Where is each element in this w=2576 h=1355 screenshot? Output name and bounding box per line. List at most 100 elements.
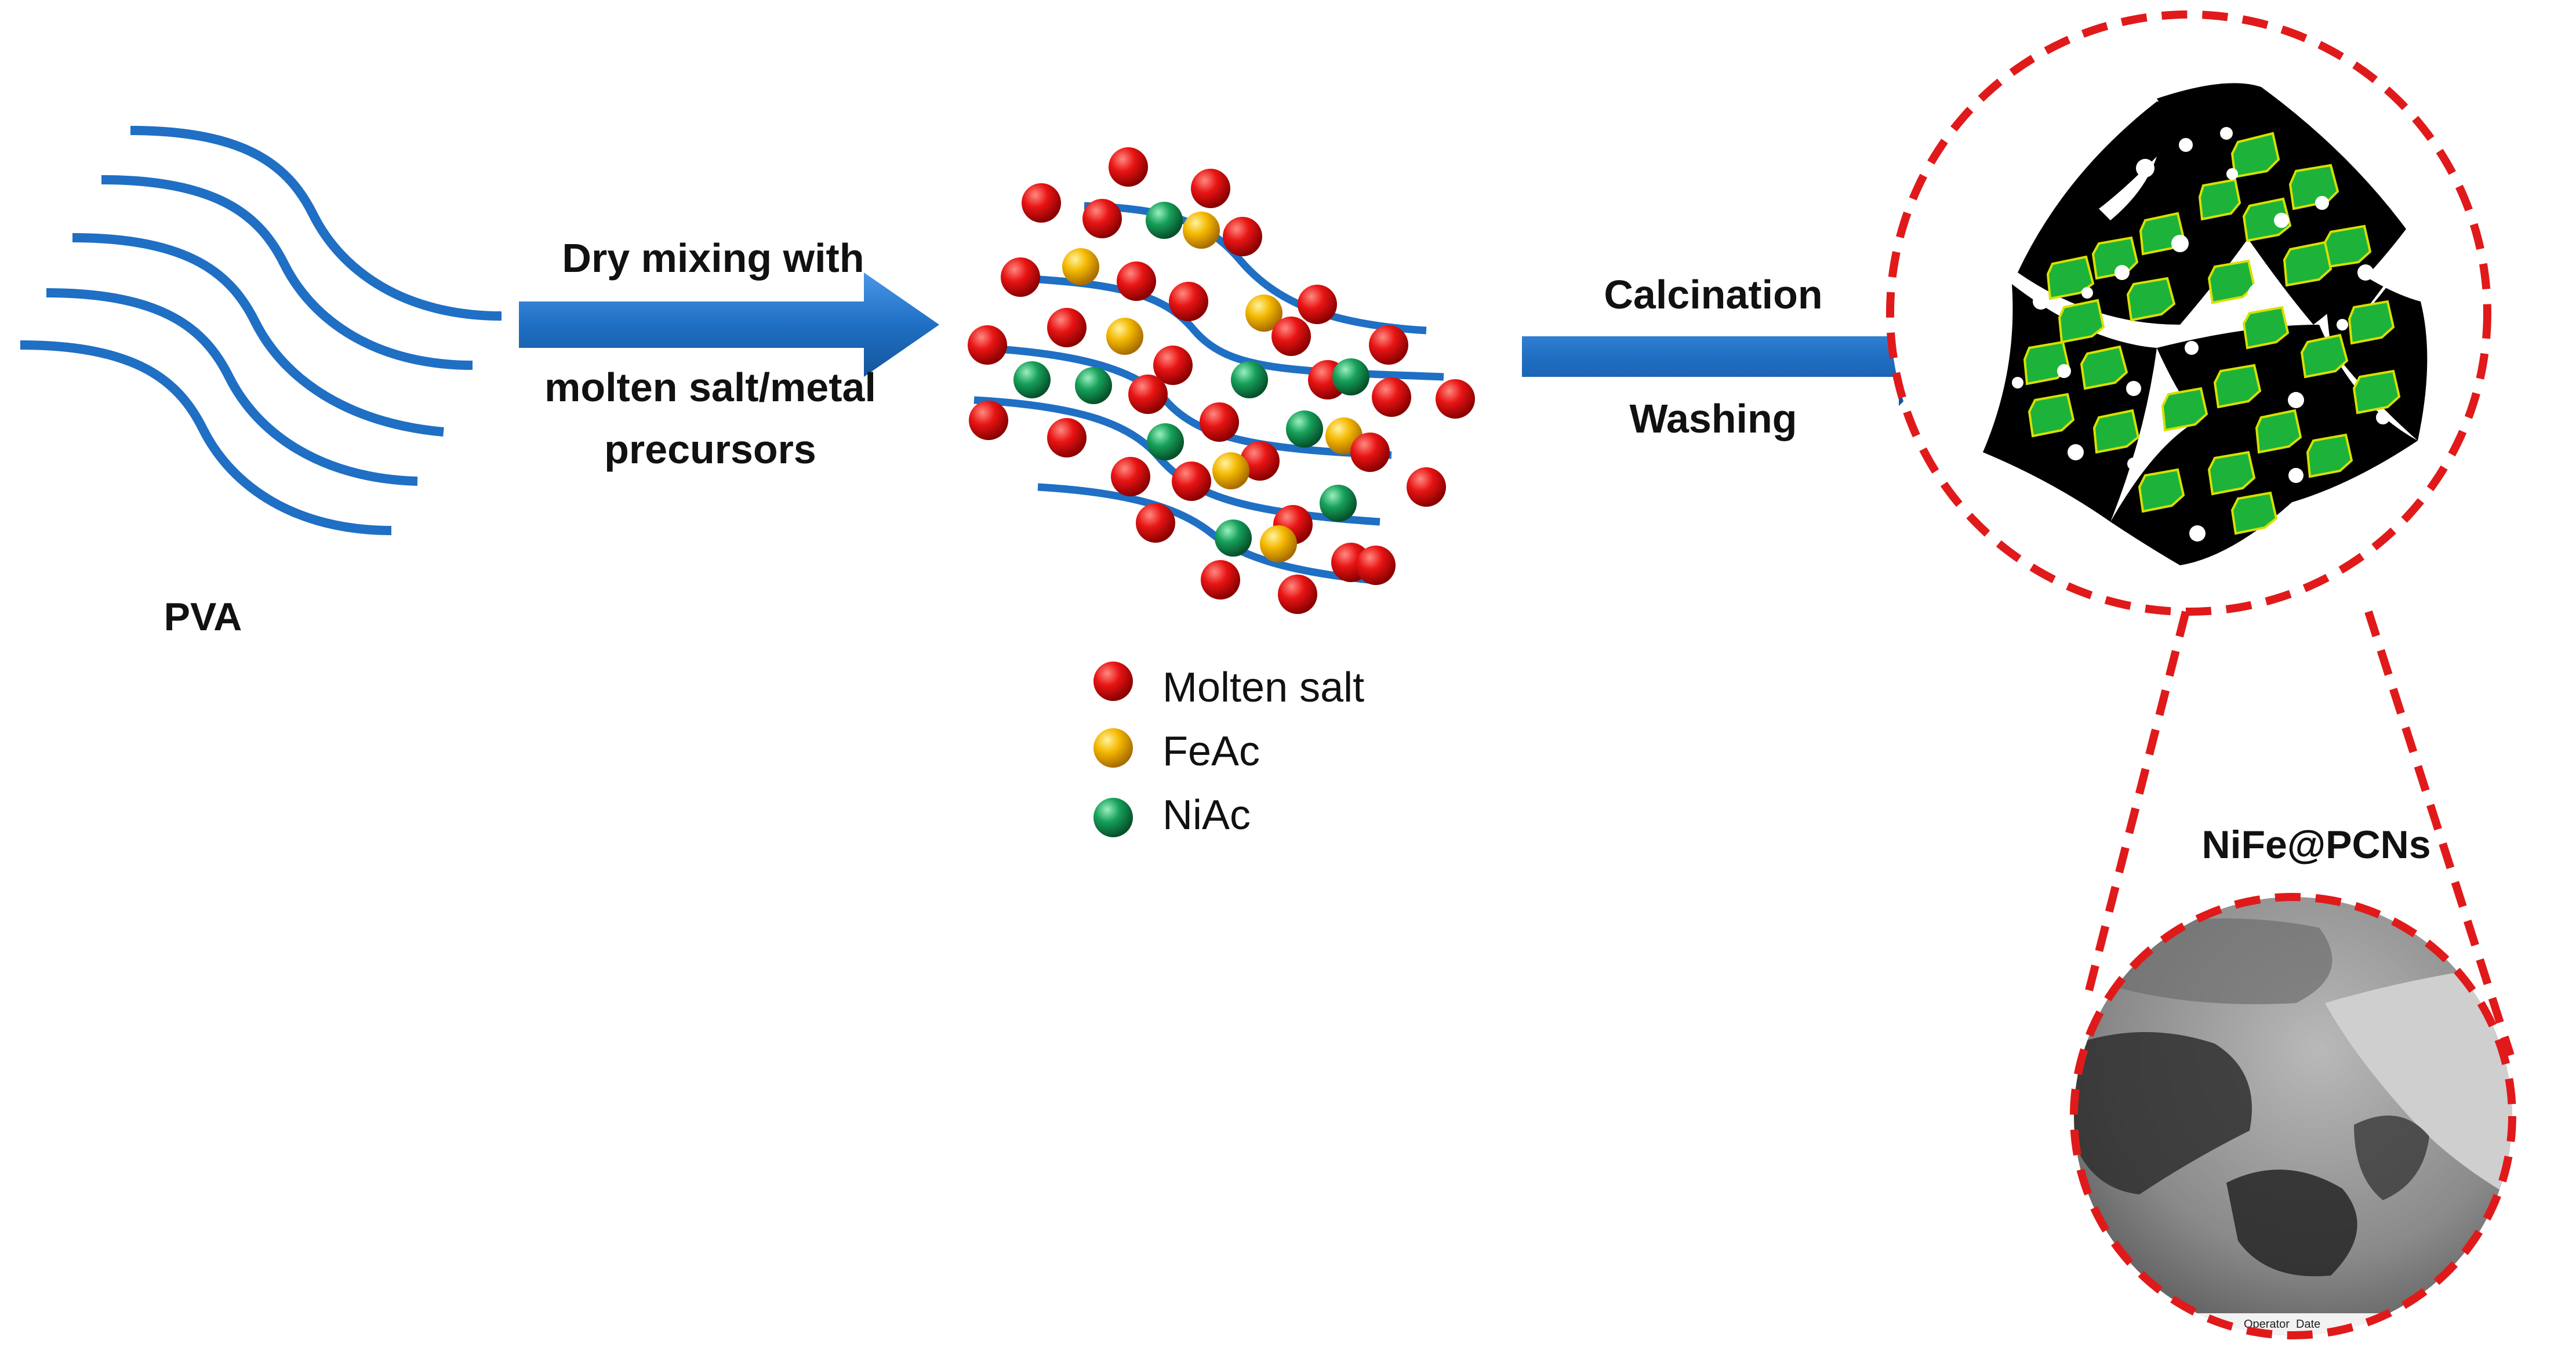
step1-label-line2: molten salt/metal [544,365,876,410]
molten-salt-sphere [1001,257,1040,297]
pva-label: PVA [164,595,242,639]
molten-salt-sphere [1407,467,1446,507]
pore [2185,341,2199,355]
molten-salt-sphere [1223,217,1262,256]
nife-particle [2198,178,2241,221]
pore [2255,539,2267,551]
nife-particle [2352,369,2401,415]
nife-particle [2242,306,2290,350]
tem-dark-region [2074,1032,2252,1194]
niac-sphere [1320,485,1357,522]
pva-chain [46,288,418,486]
pore [2033,293,2049,310]
molten-salt-sphere [1200,402,1239,442]
niac-sphere [1332,358,1369,395]
arrow-step1 [519,273,939,377]
molten-salt-sphere [1136,503,1175,543]
mixture-spheres [968,147,1475,614]
niac-sphere [1215,520,1252,557]
nife-particles [2023,132,2401,535]
pore [2114,265,2130,280]
nife-particle [2207,451,2256,496]
molten-salt-sphere [1350,433,1390,472]
pore [2189,525,2206,542]
pore [2315,196,2329,210]
niac-sphere [1146,202,1183,239]
nife-particle [2092,409,2140,454]
niac-sphere [1075,367,1112,404]
molten-salt-sphere [1109,147,1148,187]
molten-salt-sphere [1111,457,1150,496]
tem-image: Operator Date [2070,893,2516,1339]
pore [2376,411,2390,424]
tem-bright-region [2325,962,2512,1206]
molten-salt-sphere [968,325,1007,365]
tem-operator-label: Operator [2244,1318,2290,1331]
nife-particle [2283,241,2332,287]
molten-salt-sphere [969,401,1008,440]
pore [2081,287,2093,299]
zoom-connectors [2083,610,2515,1057]
pva-chain [20,340,392,535]
pva-chain [130,126,502,321]
pore [2057,364,2071,378]
molten-salt-sphere [1240,441,1280,481]
pva-chain [101,175,473,370]
arrow-step2 [1522,307,1951,406]
legend-label-molten-salt: Molten salt [1162,664,1365,711]
legend-marker-niac [1093,798,1133,837]
legend-marker-feac [1093,728,1133,768]
nife-particle [2230,132,2280,179]
pva-chains [20,126,502,535]
molten-salt-sphere [1298,285,1337,324]
feac-sphere [1183,212,1220,249]
legend-label-feac: FeAc [1162,728,1260,775]
molten-salt-sphere [1436,379,1475,419]
molten-salt-sphere [1022,183,1061,223]
molten-salt-sphere [1369,325,1408,365]
molten-salt-sphere [1172,462,1211,501]
feac-sphere [1062,248,1099,285]
pore [2226,168,2238,180]
niac-sphere [1013,361,1051,398]
nife-particle [2080,345,2128,390]
zoom-connector-right [2364,610,2515,1057]
nife-particle [2058,299,2105,344]
step1-label-line1: Dry mixing with [562,235,864,281]
niac-sphere [1147,423,1184,460]
niac-sphere [1231,361,1268,398]
molten-salt-sphere [1372,377,1411,417]
legend-markers [1093,662,1133,837]
nife-particle [2213,364,2262,409]
tem-dark-region [2226,1169,2357,1277]
step2-label-line2: Washing [1629,396,1797,441]
pore [2357,264,2374,281]
molten-salt-sphere [1356,546,1396,585]
step2-label-line1: Calcination [1604,272,1823,317]
pore [2288,392,2304,408]
nife-particle [2046,255,2095,300]
molten-salt-sphere [1117,261,1156,301]
pores [2012,127,2390,551]
pore [2126,381,2141,396]
product-magnified-view [1886,10,2491,616]
molten-salt-sphere [1278,575,1317,614]
step1-label-line3: precursors [604,427,816,472]
pore [2136,159,2154,177]
pore [2220,127,2233,140]
legend-label-niac: NiAc [1162,792,1251,838]
pore [2179,138,2193,152]
nife-particle [2242,197,2292,242]
molten-salt-sphere [1128,375,1168,414]
niac-sphere [1286,411,1323,448]
zoom-connector-left [2083,611,2190,998]
nife-particle [2306,433,2353,478]
molten-salt-sphere [1201,560,1240,600]
feac-sphere [1212,452,1249,489]
pore [2012,377,2023,388]
pore [2337,319,2348,330]
pore [2068,444,2084,460]
nife-particle [2207,259,2256,304]
molten-salt-sphere [1047,308,1087,347]
